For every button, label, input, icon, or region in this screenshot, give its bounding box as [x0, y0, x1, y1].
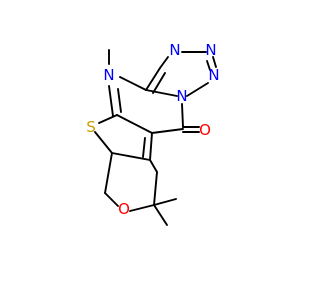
bond	[206, 60, 211, 71]
bond	[108, 85, 114, 117]
atom-label-n-tetrazole-1: N	[169, 41, 180, 59]
atom-label-n-methyl: N	[103, 66, 114, 84]
bond	[104, 152, 113, 194]
bond	[153, 171, 158, 206]
atom-label-n-tetrazole-3: N	[208, 66, 219, 84]
bond	[149, 132, 153, 161]
bond	[186, 82, 209, 97]
atom-label-o-carbonyl: O	[199, 121, 211, 139]
bond	[94, 131, 113, 154]
bond	[104, 192, 119, 207]
molecule-structure: N N N N N O S O	[86, 41, 220, 226]
bond	[111, 152, 151, 161]
bond	[212, 56, 217, 68]
atom-label-o-pyran: O	[118, 200, 130, 218]
bond	[151, 128, 184, 134]
atom-label-n-bridge: N	[176, 87, 187, 105]
bond	[153, 204, 168, 226]
atom-label-s-thiophene: S	[86, 118, 96, 136]
atom-labels: N N N N N O S O	[86, 41, 219, 218]
atom-label-n-tetrazole-2: N	[205, 41, 216, 59]
bonds	[94, 49, 217, 226]
bond	[149, 159, 158, 173]
bond	[145, 67, 161, 91]
bond	[181, 103, 184, 128]
bond	[152, 72, 166, 94]
bond	[153, 198, 177, 206]
bond	[159, 56, 169, 69]
bond	[142, 137, 146, 158]
bond	[116, 114, 153, 134]
bond	[145, 89, 178, 97]
bond	[119, 76, 147, 91]
bond	[117, 88, 122, 113]
bond	[129, 204, 155, 212]
bond	[98, 114, 118, 124]
